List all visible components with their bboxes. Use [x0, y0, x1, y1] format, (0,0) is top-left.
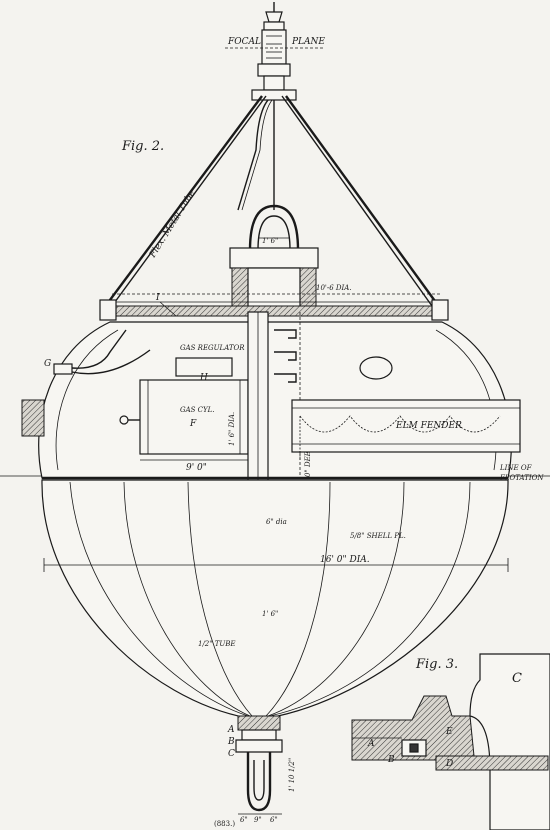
fig3-label-A: A [367, 739, 375, 749]
tripod-frame [103, 95, 441, 309]
top-dia-label: 10'-6 DIA. [316, 284, 352, 292]
label-F: F [189, 419, 197, 429]
shackle-w2: 9" [254, 816, 262, 824]
bottom-label-A: A [227, 725, 235, 735]
tube-gap-label: 1' 6" [262, 610, 278, 618]
hull-plate-seams [69, 481, 471, 717]
shackle-w1: 6" [240, 816, 248, 824]
flotation-label-1: LINE OF [499, 464, 533, 472]
shackle-w3: 6" [270, 816, 278, 824]
gas-regulator-box [175, 357, 233, 377]
gas-cyl-label: GAS CYL. [180, 406, 215, 414]
fig3-label-E: E [445, 727, 453, 737]
elm-fender [291, 399, 521, 460]
left-side-box [21, 399, 45, 437]
fig3-title: Fig. 3. [415, 657, 458, 672]
top-platform [99, 293, 449, 321]
lifting-eye [229, 204, 319, 311]
bottom-label-C: C [228, 749, 235, 759]
ladder-rungs [274, 329, 297, 383]
lantern [251, 2, 297, 101]
pipe-connector-G [53, 329, 151, 375]
bottom-shackle [235, 715, 283, 812]
gas-cylinder [139, 379, 249, 455]
manhole [359, 356, 393, 380]
plate-number: (883.) [214, 820, 235, 828]
gas-regulator-label: GAS REGULATOR [180, 344, 245, 352]
flex-tube-label: Flex. Metal Tube [148, 189, 198, 261]
bottom-label-B: B [227, 737, 235, 747]
label-I: I [155, 293, 160, 303]
lower-hull [41, 479, 509, 719]
shackle-h-label: 1' 10 1/2" [288, 758, 296, 792]
plane-label: PLANE [291, 37, 325, 47]
tube-dia-label: 6" dia [266, 518, 287, 526]
label-H: H [199, 373, 208, 383]
label-G: G [44, 359, 51, 369]
fig2-title: Fig. 2. [121, 139, 164, 154]
gas-cylinder-group [119, 357, 249, 455]
flotation-label-2: FLOTATION [499, 474, 544, 482]
elm-fender-label: ELM FENDER [395, 421, 462, 431]
fig3-label-C: C [512, 671, 522, 686]
shell-label: 5/8" SHELL PL. [350, 532, 406, 540]
ring-dim-label: 1' 6" [262, 237, 278, 245]
depth-label: 14' 0" DEEP [304, 446, 312, 490]
focal-label: FOCAL [227, 37, 261, 47]
cyl-len-label: 9' 0" [186, 463, 207, 473]
cyl-dia-label: 1' 6" DIA. [228, 412, 236, 446]
body-dia-label: 16' 0" DIA. [320, 555, 370, 565]
half-tube-label: 1/2" TUBE [198, 640, 236, 648]
fig3-label-D: D [445, 759, 453, 769]
fig3-label-B: B [387, 755, 395, 765]
fig3-detail [351, 653, 550, 830]
